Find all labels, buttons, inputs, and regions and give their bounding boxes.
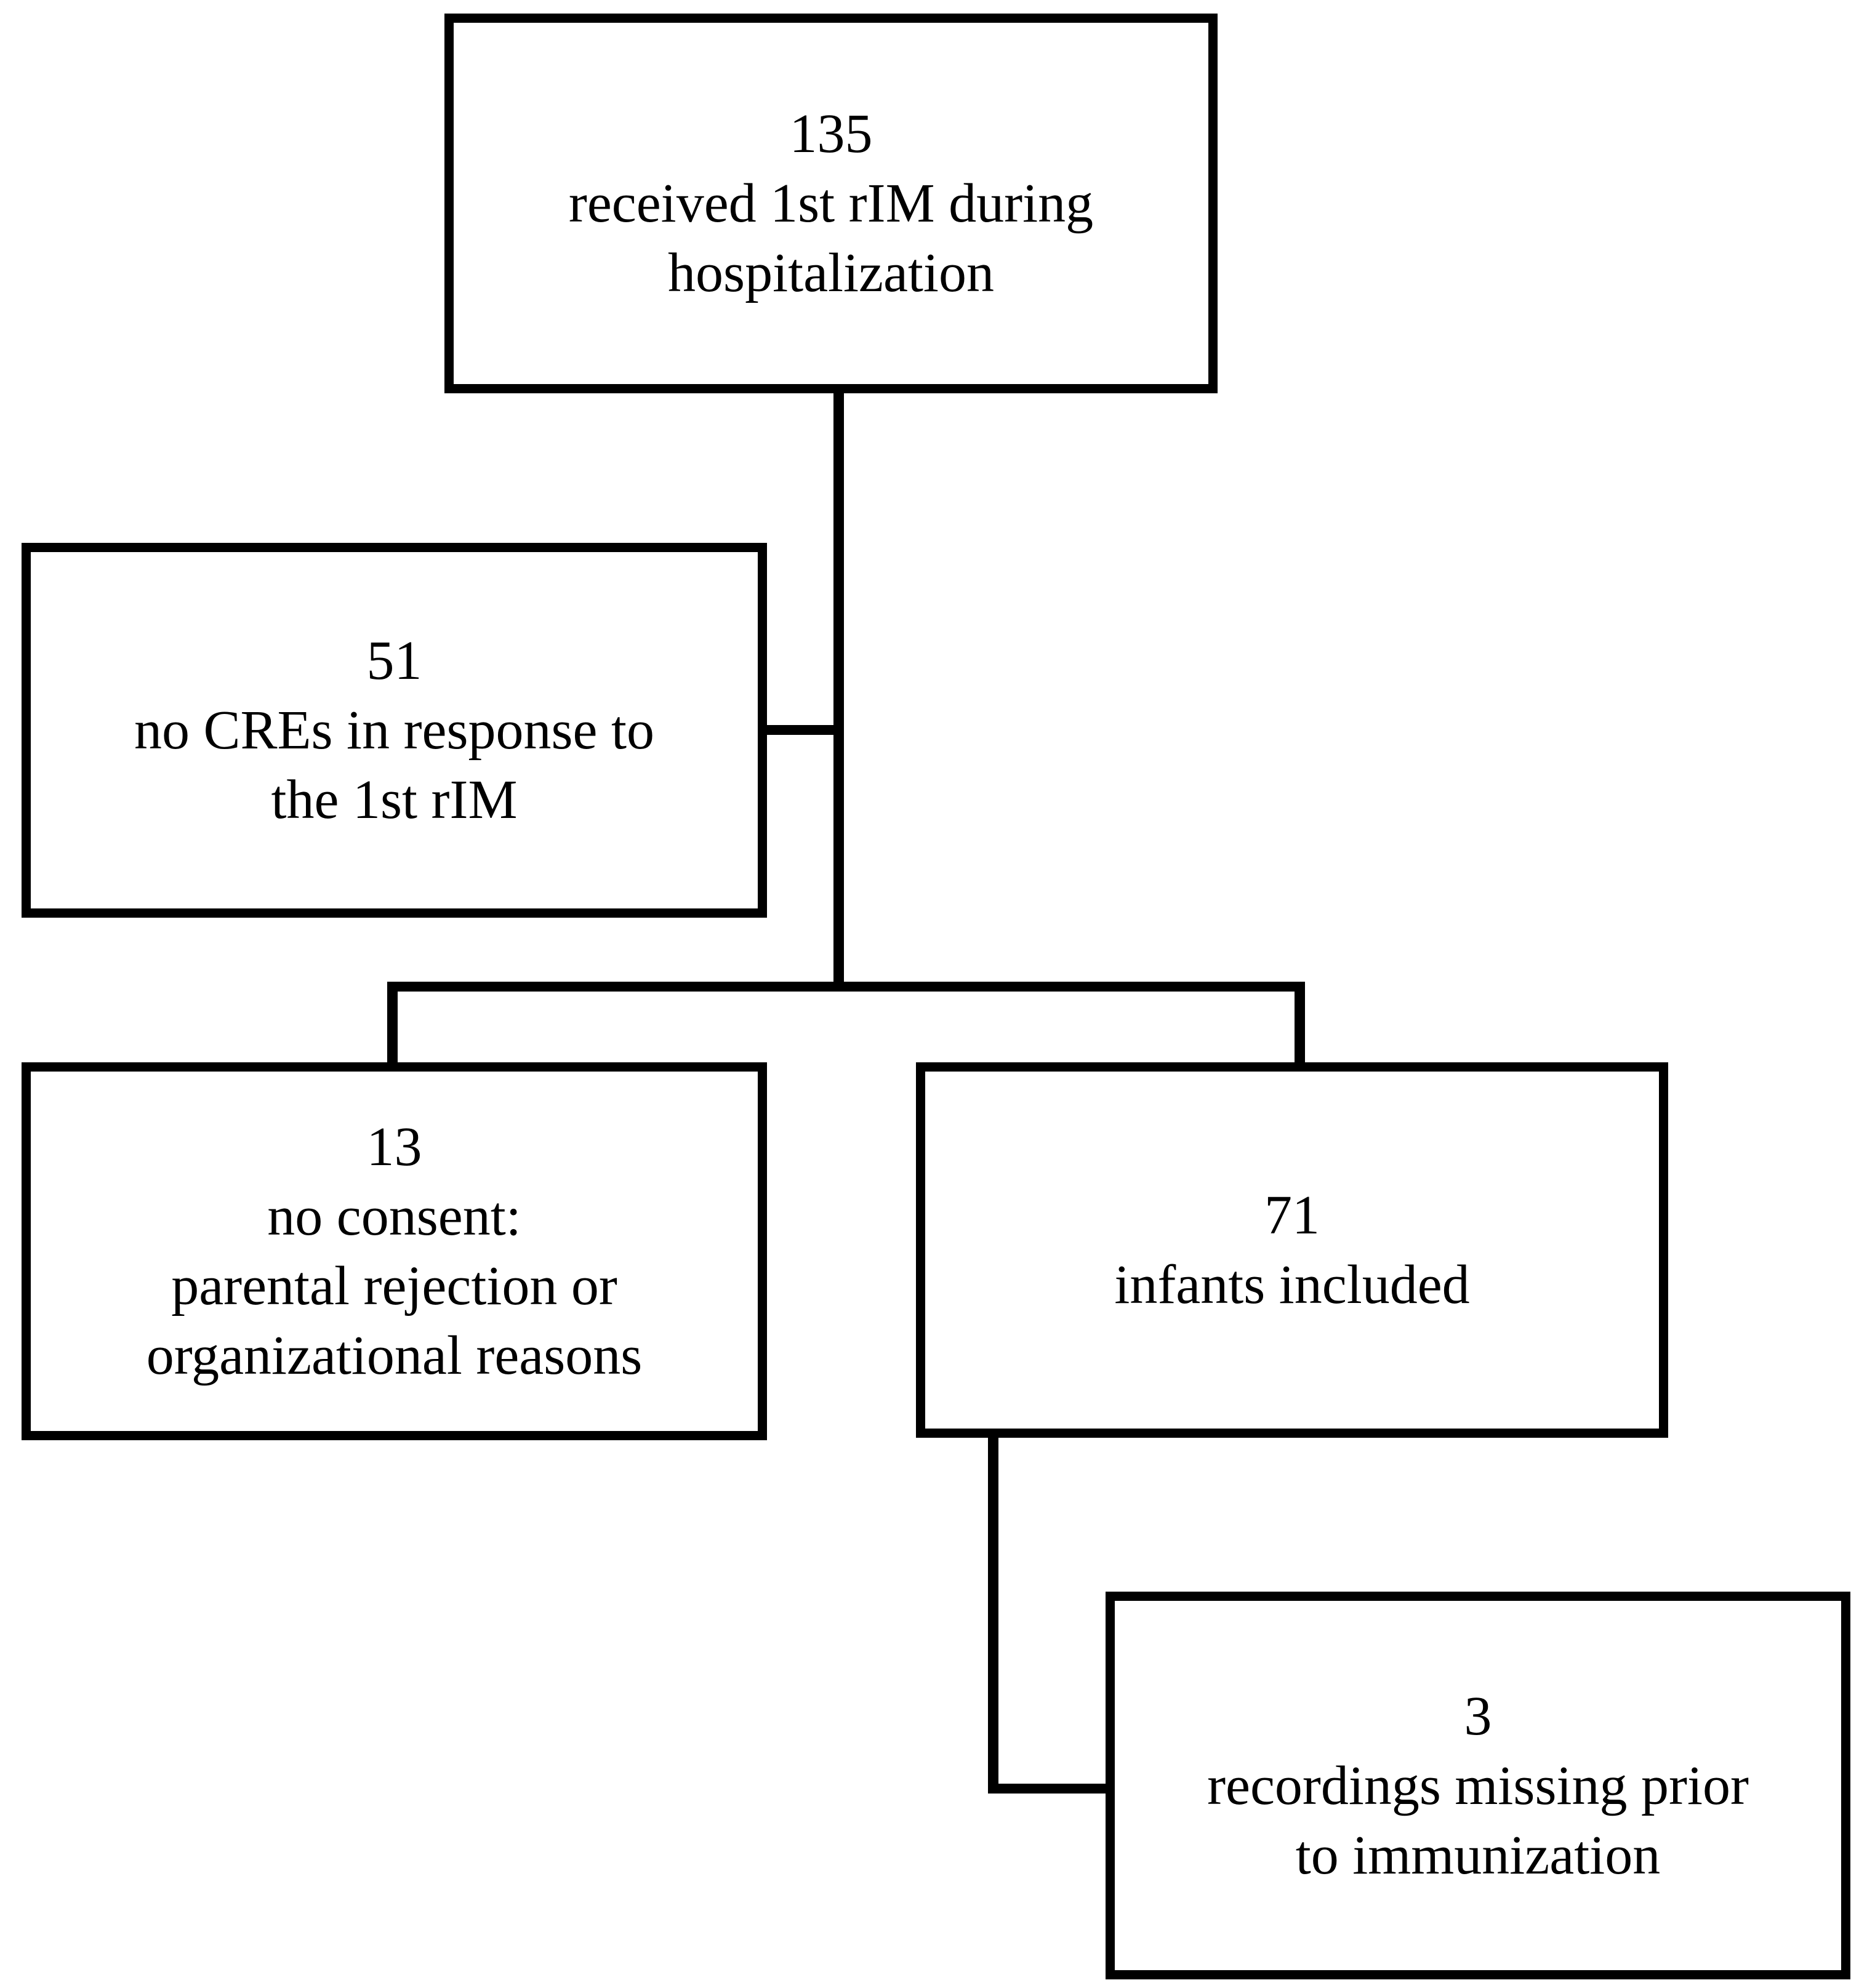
connector-split-bar xyxy=(387,982,1305,992)
connector-included-down xyxy=(988,1432,998,1794)
connector-split-to-no-consent xyxy=(387,982,398,1068)
box-no-cres-label-line-1: no CREs in response to xyxy=(134,700,654,761)
box-received-count: 135 xyxy=(789,103,873,164)
box-missing-count: 3 xyxy=(1464,1685,1492,1747)
box-included-label-line-1: infants included xyxy=(1114,1254,1470,1315)
box-no-cres-count: 51 xyxy=(366,630,422,691)
connector-trunk-to-no-cres xyxy=(760,725,840,735)
flow-box-infants-included: 71 infants included xyxy=(916,1062,1668,1438)
flow-box-no-consent: 13 no consent: parental rejection or org… xyxy=(22,1062,767,1440)
box-missing-label-line-1: recordings missing prior xyxy=(1207,1755,1749,1816)
flow-box-recordings-missing: 3 recordings missing prior to immunizati… xyxy=(1106,1592,1850,1979)
flow-box-received-rim: 135 received 1st rIM during hospitalizat… xyxy=(444,14,1218,393)
box-received-label-line-2: hospitalization xyxy=(668,242,994,303)
box-no-consent-label-line-1: no consent: xyxy=(267,1186,521,1247)
connector-to-missing xyxy=(988,1784,1114,1794)
box-no-cres-label-line-2: the 1st rIM xyxy=(271,769,518,830)
box-no-consent-count: 13 xyxy=(366,1116,422,1177)
box-received-label-line-1: received 1st rIM during xyxy=(568,173,1094,234)
box-included-count: 71 xyxy=(1264,1185,1320,1246)
box-missing-label-line-2: to immunization xyxy=(1295,1824,1661,1886)
box-no-consent-label-line-2: parental rejection or xyxy=(171,1256,617,1317)
flow-box-no-cres: 51 no CREs in response to the 1st rIM xyxy=(22,543,767,918)
connector-split-to-included xyxy=(1295,982,1305,1068)
box-no-consent-label-line-3: organizational reasons xyxy=(146,1325,643,1386)
connector-received-to-split xyxy=(833,389,844,992)
